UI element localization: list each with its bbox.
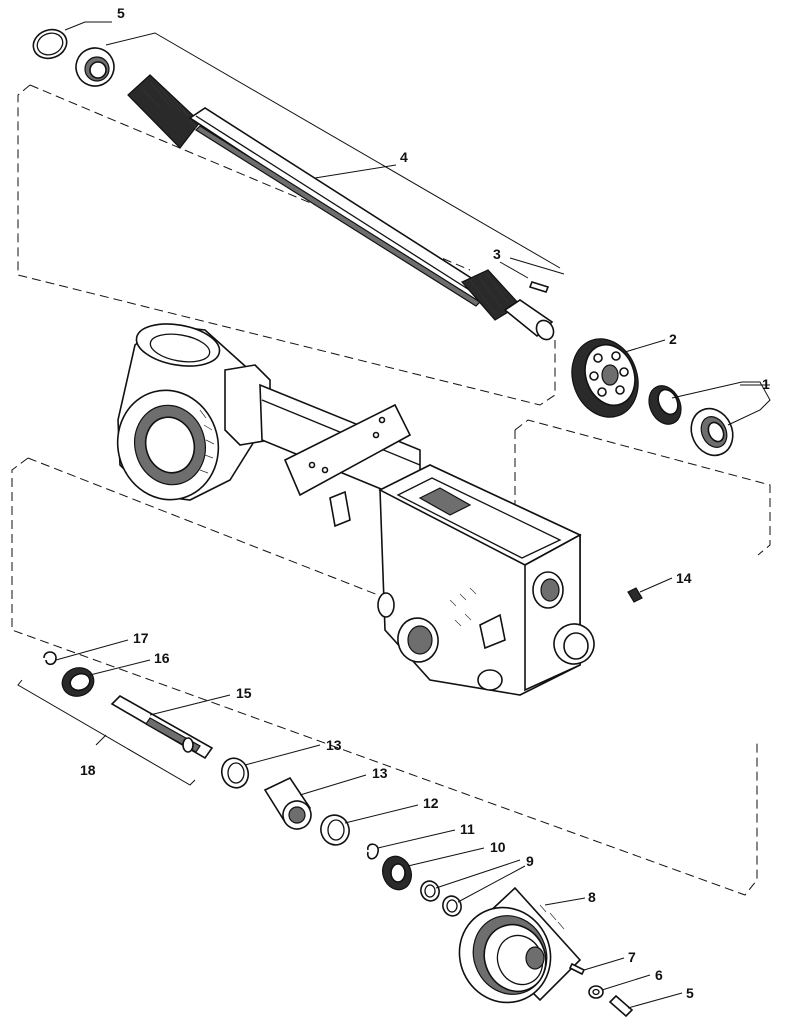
part-18-circlip (43, 651, 57, 666)
part-16-shaft (110, 695, 214, 760)
part-10-shim-a (420, 880, 440, 902)
leader-12 (377, 829, 456, 849)
callout-14: 13 (372, 765, 388, 781)
part-13-washer-lower (320, 814, 350, 846)
callout-16: 15 (236, 685, 252, 701)
leader-1 (671, 381, 771, 426)
callout-3: 3 (493, 246, 501, 262)
leader-15 (639, 577, 673, 593)
part-10-shim-b (442, 895, 462, 917)
leader-9 (544, 897, 586, 906)
part-7-washer (588, 985, 604, 999)
part-9-pulley (458, 886, 582, 1004)
right-group-outline (514, 419, 771, 556)
leader-16 (149, 694, 231, 716)
callout-2: 2 (669, 331, 677, 347)
part-14-bushing (263, 776, 312, 830)
callout-13-upper: 13 (326, 737, 342, 753)
part-6-screw (608, 994, 634, 1018)
part-5-o-ring (32, 28, 68, 60)
part-11-bearing (382, 855, 412, 891)
callout-18: 17 (133, 630, 149, 646)
leader-7 (601, 974, 651, 991)
callout-11: 10 (490, 839, 506, 855)
callout-19: 18 (80, 762, 96, 778)
leader-10 (435, 859, 526, 903)
part-8-key (568, 962, 586, 976)
leader-17 (89, 659, 151, 676)
callout-4: 4 (400, 149, 408, 165)
callout-5: 5 (117, 5, 125, 21)
callout-9: 8 (588, 889, 596, 905)
part-19-bracket (17, 679, 196, 786)
main-housing (116, 323, 595, 696)
callout-17: 16 (154, 650, 170, 666)
leader-4 (314, 164, 397, 179)
part-15-set-screw (627, 587, 643, 603)
leader-13-lower (344, 804, 419, 824)
leader-2 (624, 339, 666, 353)
leader-8 (583, 957, 625, 971)
part-13-washer-upper (220, 757, 250, 789)
leader-19 (95, 734, 107, 746)
part-17-pinion (61, 667, 95, 697)
leader-3 (499, 257, 565, 279)
part-1-taper-bearing (648, 385, 734, 457)
lower-group-outline (11, 457, 758, 896)
leader-top-long (105, 32, 561, 269)
part-4-worm-shaft (127, 74, 555, 341)
callout-15: 14 (676, 570, 692, 586)
callout-10: 9 (526, 853, 534, 869)
part-3-key (528, 281, 550, 293)
part-2-spur-gear (571, 338, 639, 418)
leader-18 (55, 639, 129, 661)
callout-1: 1 (762, 376, 770, 392)
leader-6 (627, 992, 683, 1009)
part-12-clip (366, 843, 379, 860)
shaft-assembly-outline (17, 84, 556, 406)
leader-14 (299, 774, 367, 796)
lower-group-outline-top (27, 457, 379, 596)
callout-7: 6 (655, 967, 663, 983)
callout-13-lower: 12 (423, 795, 439, 811)
leader-5 (64, 21, 112, 31)
leader-13-upper (244, 744, 321, 766)
callout-12: 11 (460, 821, 475, 837)
callout-8: 7 (628, 949, 636, 965)
leader-11 (407, 847, 485, 867)
callout-6: 5 (686, 985, 694, 1001)
